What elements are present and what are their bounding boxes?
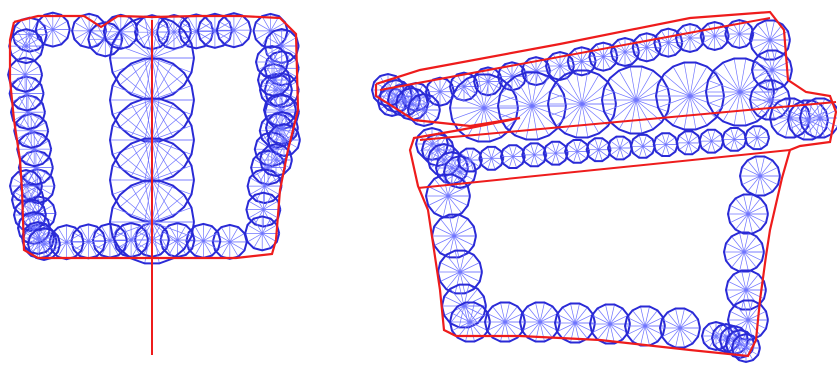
spoke-circle-76 bbox=[396, 88, 428, 120]
spoke-circle-38 bbox=[9, 29, 43, 63]
spoke-circle-93 bbox=[544, 142, 568, 165]
spoke-circle-44 bbox=[10, 170, 42, 202]
spoke-line bbox=[434, 236, 454, 246]
spoke-circle-42 bbox=[22, 222, 54, 254]
spoke-circle-109 bbox=[740, 157, 780, 196]
spoke-circle-96 bbox=[608, 137, 632, 160]
spoke-line bbox=[556, 82, 582, 104]
left-circle-chain-group bbox=[8, 13, 300, 264]
spoke-circle-97 bbox=[631, 135, 655, 158]
spoke-circle-92 bbox=[522, 143, 546, 166]
spoke-line bbox=[440, 272, 460, 282]
spoke-circle-98 bbox=[654, 133, 678, 156]
spoke-line bbox=[744, 243, 762, 252]
spoke-line bbox=[113, 44, 153, 58]
spoke-line bbox=[680, 319, 698, 328]
spoke-line bbox=[752, 31, 770, 40]
spoke-circle-1 bbox=[36, 13, 70, 47]
spoke-circle-87 bbox=[656, 63, 724, 130]
spoke-line bbox=[714, 70, 740, 92]
spoke-line bbox=[428, 196, 448, 206]
spoke-circle-123 bbox=[625, 307, 665, 346]
left-shape-panel bbox=[8, 13, 300, 355]
spoke-circle-94 bbox=[565, 140, 589, 163]
spoke-line bbox=[728, 281, 746, 290]
spoke-circle-124 bbox=[660, 309, 700, 348]
spoke-circle-22 bbox=[186, 224, 220, 258]
spoke-line bbox=[744, 252, 762, 261]
spoke-line bbox=[428, 187, 448, 197]
rail-line-1 bbox=[418, 150, 790, 188]
spoke-line bbox=[452, 108, 484, 120]
spoke-line bbox=[730, 214, 748, 223]
spoke-line bbox=[760, 167, 778, 176]
spoke-circle-110 bbox=[728, 195, 768, 234]
spoke-circle-59 bbox=[426, 78, 454, 106]
spoke-line bbox=[658, 96, 690, 108]
right-shape-panel bbox=[372, 12, 837, 362]
spoke-line bbox=[440, 263, 460, 273]
spoke-line bbox=[726, 243, 744, 252]
spoke-line bbox=[454, 227, 474, 237]
spoke-circle-32 bbox=[19, 151, 53, 185]
spoke-line bbox=[636, 88, 668, 100]
spoke-circle-95 bbox=[587, 138, 611, 161]
spoke-line bbox=[802, 118, 820, 127]
spoke-circle-9 bbox=[217, 13, 251, 47]
spoke-circle-35 bbox=[11, 95, 45, 129]
spoke-circle-122 bbox=[590, 305, 630, 344]
spoke-line bbox=[730, 311, 748, 320]
spoke-circle-70 bbox=[676, 24, 704, 52]
spoke-line bbox=[728, 290, 746, 299]
spoke-circle-101 bbox=[722, 128, 746, 151]
spoke-line bbox=[460, 263, 480, 273]
spoke-line bbox=[690, 74, 716, 96]
spoke-line bbox=[748, 214, 766, 223]
spoke-circle-89 bbox=[458, 149, 482, 172]
spoke-line bbox=[730, 205, 748, 214]
spoke-line bbox=[582, 92, 614, 104]
spoke-line bbox=[506, 106, 532, 128]
spoke-line bbox=[760, 176, 778, 185]
spoke-line bbox=[748, 311, 766, 320]
spoke-line bbox=[454, 236, 474, 246]
spoke-circle-48 bbox=[268, 124, 300, 156]
spoke-circle-25 bbox=[114, 223, 148, 257]
spoke-line bbox=[604, 100, 636, 112]
spoke-circle-121 bbox=[555, 304, 595, 343]
spoke-line bbox=[458, 86, 484, 108]
spoke-line bbox=[752, 91, 770, 100]
spoke-circle-36 bbox=[10, 77, 44, 111]
spoke-line bbox=[742, 167, 760, 176]
spoke-line bbox=[752, 40, 770, 49]
spoke-line bbox=[742, 176, 760, 185]
spoke-circle-100 bbox=[699, 130, 723, 153]
spoke-line bbox=[680, 328, 698, 337]
spoke-line bbox=[726, 252, 744, 261]
spoke-line bbox=[152, 44, 192, 58]
spoke-line bbox=[460, 272, 480, 282]
spoke-line bbox=[748, 205, 766, 214]
spoke-circle-51 bbox=[256, 46, 288, 78]
spoke-line bbox=[740, 92, 772, 104]
spoke-line bbox=[448, 196, 468, 206]
spoke-line bbox=[532, 106, 558, 128]
spoke-circle-21 bbox=[213, 225, 247, 259]
spoke-circle-99 bbox=[677, 131, 701, 154]
spoke-line bbox=[790, 111, 808, 120]
spoke-line bbox=[708, 80, 740, 92]
spoke-circle-102 bbox=[745, 126, 769, 149]
spoke-circle-90 bbox=[479, 147, 503, 170]
spoke-line bbox=[556, 104, 582, 126]
rail-line-2 bbox=[380, 18, 770, 90]
spoke-line bbox=[434, 227, 454, 237]
spoke-line bbox=[452, 96, 484, 108]
spoke-circle-111 bbox=[724, 233, 764, 272]
spoke-circle-86 bbox=[602, 67, 670, 134]
spoke-line bbox=[690, 96, 722, 108]
spoke-line bbox=[808, 111, 826, 120]
spoke-circle-91 bbox=[501, 145, 525, 168]
